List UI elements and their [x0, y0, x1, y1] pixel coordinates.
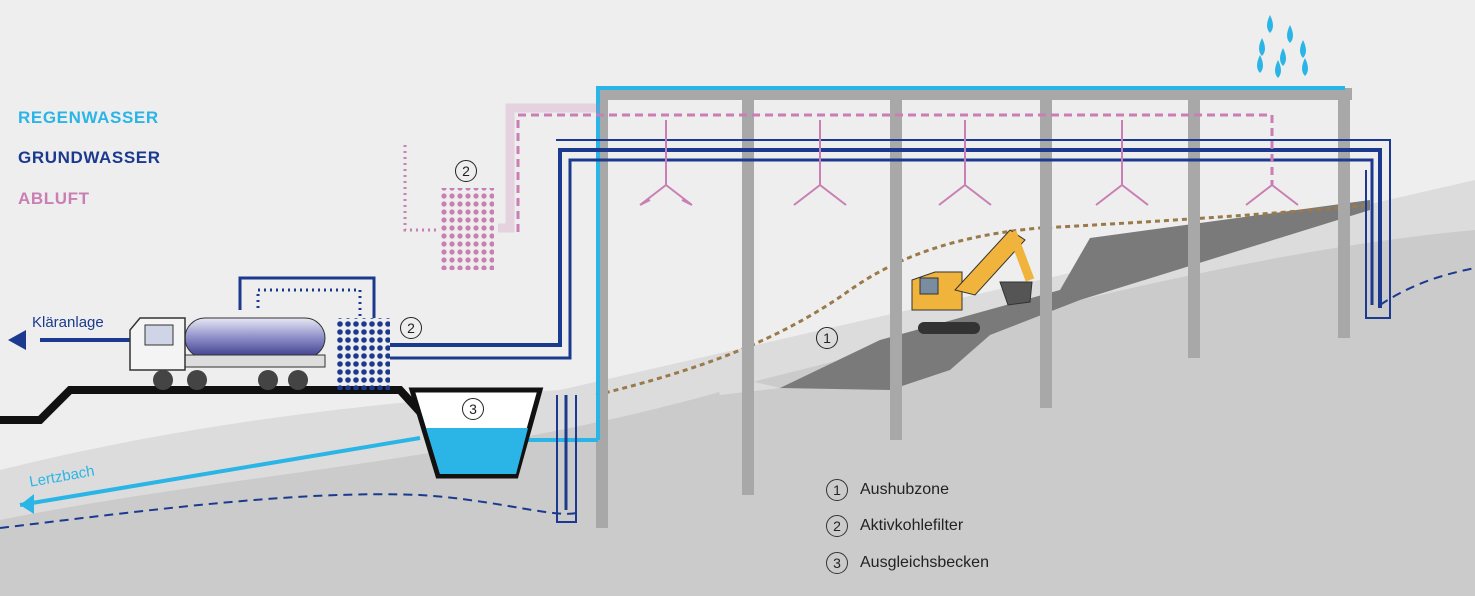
legend-grundwasser: GRUNDWASSER — [18, 148, 161, 167]
marker-basin: 3 — [462, 398, 484, 420]
truck-filter-link-dotted — [256, 288, 362, 318]
marker-water-filter: 2 — [400, 317, 422, 339]
truck-filter-link — [238, 276, 376, 318]
tanker-truck-icon — [129, 317, 326, 390]
legend-regenwasser: REGENWASSER — [18, 108, 159, 127]
key-label-aushubzone: Aushubzone — [860, 481, 949, 498]
key-label-ausgleichsbecken: Ausgleichsbecken — [860, 554, 989, 571]
key-label-aktivkohlefilter: Aktivkohlefilter — [860, 517, 964, 534]
marker-air-filter: 2 — [455, 160, 477, 182]
key-number: 3 — [826, 552, 848, 574]
rainwater-outflow — [19, 436, 421, 507]
terrain — [0, 180, 1475, 596]
arrow-left-icon — [8, 330, 26, 350]
water-carbon-filter — [336, 318, 390, 390]
equalization-basin — [408, 387, 544, 479]
original-surface-line — [595, 203, 1371, 397]
key-number: 1 — [826, 479, 848, 501]
air-carbon-filter — [440, 188, 494, 270]
rain-drops-icon — [1257, 15, 1308, 78]
key-number: 2 — [826, 515, 848, 537]
road — [0, 386, 423, 424]
excavation-slope — [780, 200, 1370, 390]
arrow-left-icon — [20, 494, 34, 514]
legend-abluft: ABLUFT — [18, 189, 90, 208]
label-klaeranlage: Kläranlage — [32, 314, 104, 331]
groundwater-level-left — [0, 493, 581, 529]
marker-excavation: 1 — [816, 327, 838, 349]
enclosure-structure — [596, 88, 1352, 528]
exhaust-air-ducts — [403, 103, 1274, 233]
excavator-icon — [911, 229, 1035, 334]
key-row-3: 3 Ausgleichsbecken — [826, 551, 989, 575]
key-row-2: 2 Aktivkohlefilter — [826, 514, 963, 538]
groundwater-level-right — [1379, 267, 1475, 306]
key-row-1: 1 Aushubzone — [826, 478, 949, 502]
groundwater-pipes — [390, 139, 1391, 523]
rainwater-roof-line — [596, 86, 1345, 440]
air-intakes — [639, 120, 1299, 206]
